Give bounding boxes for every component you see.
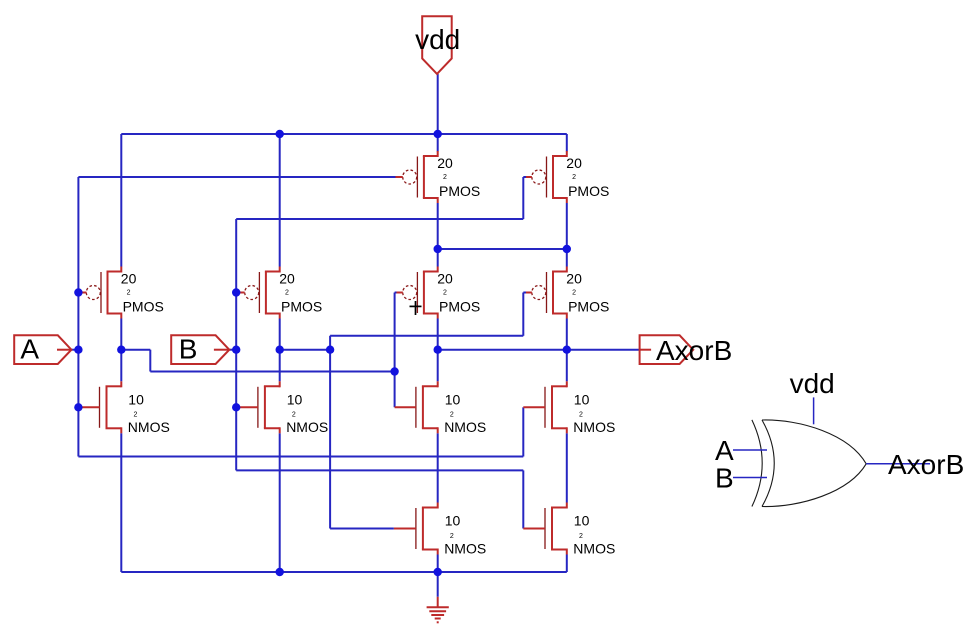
svg-text:10: 10	[574, 391, 590, 407]
svg-text:20: 20	[437, 155, 453, 171]
svg-text:2: 2	[443, 174, 447, 181]
svg-text:A: A	[715, 435, 734, 466]
svg-text:NMOS: NMOS	[128, 419, 170, 435]
svg-text:B: B	[179, 334, 198, 365]
svg-text:PMOS: PMOS	[123, 299, 164, 315]
svg-text:2: 2	[285, 290, 289, 297]
svg-text:PMOS: PMOS	[281, 299, 322, 315]
svg-text:2: 2	[450, 533, 454, 540]
svg-text:20: 20	[121, 270, 137, 286]
svg-text:AxorB: AxorB	[888, 449, 964, 480]
svg-text:2: 2	[579, 412, 583, 419]
svg-text:B: B	[715, 463, 734, 494]
svg-text:PMOS: PMOS	[568, 183, 609, 199]
svg-text:2: 2	[443, 290, 447, 297]
svg-text:PMOS: PMOS	[568, 299, 609, 315]
svg-text:NMOS: NMOS	[444, 419, 486, 435]
svg-text:A: A	[20, 334, 39, 365]
svg-text:2: 2	[134, 412, 138, 419]
svg-text:10: 10	[445, 391, 461, 407]
svg-text:20: 20	[566, 155, 582, 171]
svg-text:10: 10	[287, 391, 303, 407]
svg-text:2: 2	[572, 174, 576, 181]
svg-text:PMOS: PMOS	[439, 299, 480, 315]
svg-text:10: 10	[574, 513, 590, 529]
svg-text:10: 10	[445, 513, 461, 529]
svg-text:2: 2	[572, 290, 576, 297]
svg-text:NMOS: NMOS	[573, 419, 615, 435]
svg-text:NMOS: NMOS	[444, 540, 486, 556]
svg-text:10: 10	[128, 391, 144, 407]
svg-text:NMOS: NMOS	[573, 540, 615, 556]
svg-text:vdd: vdd	[415, 24, 460, 55]
svg-text:20: 20	[279, 270, 295, 286]
svg-text:2: 2	[450, 412, 454, 419]
svg-text:2: 2	[292, 412, 296, 419]
svg-text:20: 20	[437, 270, 453, 286]
svg-text:NMOS: NMOS	[286, 419, 328, 435]
svg-text:2: 2	[579, 533, 583, 540]
svg-text:AxorB: AxorB	[656, 335, 732, 366]
svg-text:20: 20	[566, 270, 582, 286]
svg-text:PMOS: PMOS	[439, 183, 480, 199]
svg-text:2: 2	[127, 290, 131, 297]
svg-text:vdd: vdd	[790, 368, 835, 399]
